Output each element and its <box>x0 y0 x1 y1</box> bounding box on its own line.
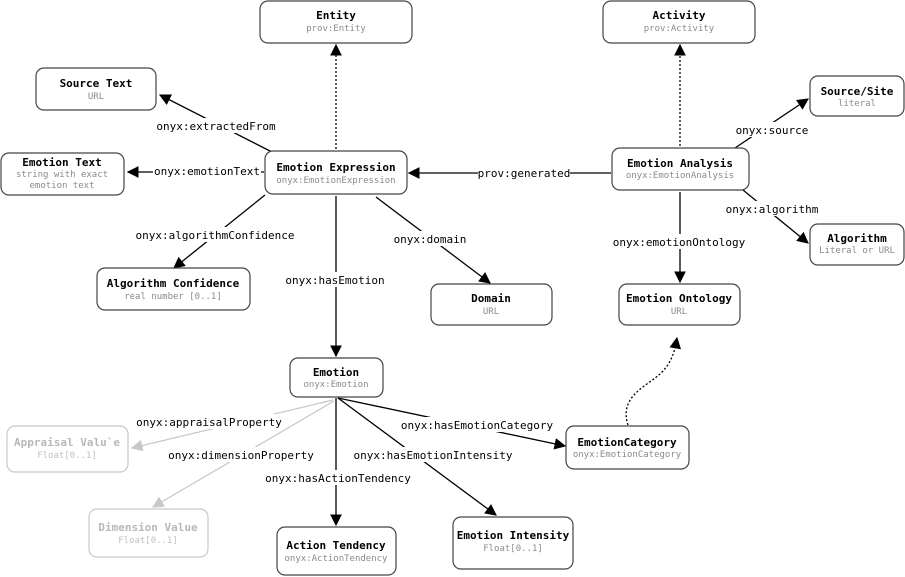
edge-label-algorithm: onyx:algorithm <box>726 203 819 216</box>
node-subtitle: string with exact <box>16 170 108 180</box>
node-title: Action Tendency <box>286 539 386 552</box>
node-title: Emotion Intensity <box>457 529 570 542</box>
node-appraisal-value: Appraisal Valu`e Float[0..1] <box>6 425 129 473</box>
node-algorithm-confidence: Algorithm Confidence real number [0..1] <box>96 267 251 311</box>
node-subtitle: onyx:EmotionAnalysis <box>626 171 734 181</box>
edge-label-emotion-text: onyx:emotionText <box>154 165 260 178</box>
node-subtitle: real number [0..1] <box>124 292 222 302</box>
node-emotion-ontology: Emotion Ontology URL <box>618 283 741 326</box>
node-title: Domain <box>471 292 511 305</box>
node-domain: Domain URL <box>430 283 553 326</box>
edge-has-action-tendency: onyx:hasActionTendency <box>265 398 411 527</box>
edge-label-has-emotion-intensity: onyx:hasEmotionIntensity <box>354 449 513 462</box>
edge-label-has-emotion-category: onyx:hasEmotionCategory <box>401 419 554 432</box>
edge-appraisal-property: onyx:appraisalProperty <box>130 399 334 452</box>
node-subtitle: Float[0..1] <box>118 536 178 546</box>
node-title: Emotion <box>313 366 359 379</box>
node-subtitle: emotion text <box>29 181 94 191</box>
edge-emotion-text: onyx:emotionText <box>126 164 264 179</box>
node-emotion-text: Emotion Text string with exact emotion t… <box>0 152 125 196</box>
node-title: Emotion Expression <box>276 161 395 174</box>
edge-source: onyx:source <box>734 98 810 149</box>
node-title: Appraisal Valu`e <box>14 436 120 449</box>
node-activity: Activity prov:Activity <box>602 0 756 44</box>
edge-algorithm-confidence: onyx:algorithmConfidence <box>136 194 295 269</box>
edge-label-has-action-tendency: onyx:hasActionTendency <box>265 472 411 485</box>
edge-label-source: onyx:source <box>736 124 809 137</box>
node-title: Dimension Value <box>98 521 198 534</box>
edge-label-appraisal-property: onyx:appraisalProperty <box>136 416 282 429</box>
edge-label-domain: onyx:domain <box>394 233 467 246</box>
node-emotion-analysis: Emotion Analysis onyx:EmotionAnalysis <box>611 147 750 191</box>
node-title: Source Text <box>60 77 133 90</box>
node-subtitle: Literal or URL <box>819 246 895 256</box>
edge-label-emotion-ontology: onyx:emotionOntology <box>613 236 746 249</box>
edge-domain: onyx:domain <box>375 196 491 284</box>
node-subtitle: Float[0..1] <box>37 451 97 461</box>
edge-label-has-emotion: onyx:hasEmotion <box>285 274 384 287</box>
node-title: EmotionCategory <box>577 436 677 449</box>
edge-has-emotion-category: onyx:hasEmotionCategory <box>337 397 567 450</box>
node-subtitle: prov:Activity <box>644 24 715 34</box>
edge-has-emotion: onyx:hasEmotion <box>285 196 385 358</box>
edge-emotion-ontology: onyx:emotionOntology <box>612 192 746 284</box>
node-subtitle: literal <box>838 99 876 109</box>
edge-algorithm: onyx:algorithm <box>725 189 819 244</box>
node-title: Emotion Ontology <box>626 292 732 305</box>
node-title: Algorithm Confidence <box>107 277 240 290</box>
node-emotion-intensity: Emotion Intensity Float[0..1] <box>452 516 574 570</box>
edge-label-algorithm-confidence: onyx:algorithmConfidence <box>136 229 295 242</box>
node-algorithm: Algorithm Literal or URL <box>809 223 905 266</box>
edge-dimension-property: onyx:dimensionProperty <box>151 400 335 508</box>
node-title: Activity <box>653 9 706 22</box>
node-subtitle: Float[0..1] <box>483 544 543 554</box>
node-action-tendency: Action Tendency onyx:ActionTendency <box>276 526 397 576</box>
node-emotion: Emotion onyx:Emotion <box>289 357 384 398</box>
edge-prov-generated: prov:generated <box>407 165 611 180</box>
node-source-site: Source/Site literal <box>809 75 905 117</box>
node-subtitle: URL <box>88 92 104 102</box>
node-subtitle: prov:Entity <box>306 24 366 34</box>
node-emotion-expression: Emotion Expression onyx:EmotionExpressio… <box>264 150 408 195</box>
node-subtitle: URL <box>671 307 687 317</box>
node-subtitle: URL <box>483 307 499 317</box>
node-title: Emotion Text <box>22 156 101 169</box>
node-title: Algorithm <box>827 232 887 245</box>
node-dimension-value: Dimension Value Float[0..1] <box>88 508 209 558</box>
node-subtitle: onyx:EmotionCategory <box>573 450 682 460</box>
node-title: Emotion Analysis <box>627 157 733 170</box>
node-subtitle: onyx:EmotionExpression <box>276 176 395 186</box>
node-emotion-category: EmotionCategory onyx:EmotionCategory <box>565 425 690 470</box>
node-source-text: Source Text URL <box>35 67 157 111</box>
edge-has-emotion-intensity: onyx:hasEmotionIntensity <box>337 397 513 516</box>
edge-extracted-from: onyx:extractedFrom <box>155 94 277 153</box>
node-subtitle: onyx:ActionTendency <box>285 554 389 564</box>
edge-label-prov-generated: prov:generated <box>478 167 571 180</box>
node-title: Source/Site <box>821 85 894 98</box>
edge-label-dimension-property: onyx:dimensionProperty <box>168 449 314 462</box>
edge-category-ontology <box>625 336 682 426</box>
node-entity: Entity prov:Entity <box>259 0 413 44</box>
edge-label-extracted-from: onyx:extractedFrom <box>156 120 276 133</box>
node-title: Entity <box>316 9 356 22</box>
node-subtitle: onyx:Emotion <box>303 380 368 390</box>
